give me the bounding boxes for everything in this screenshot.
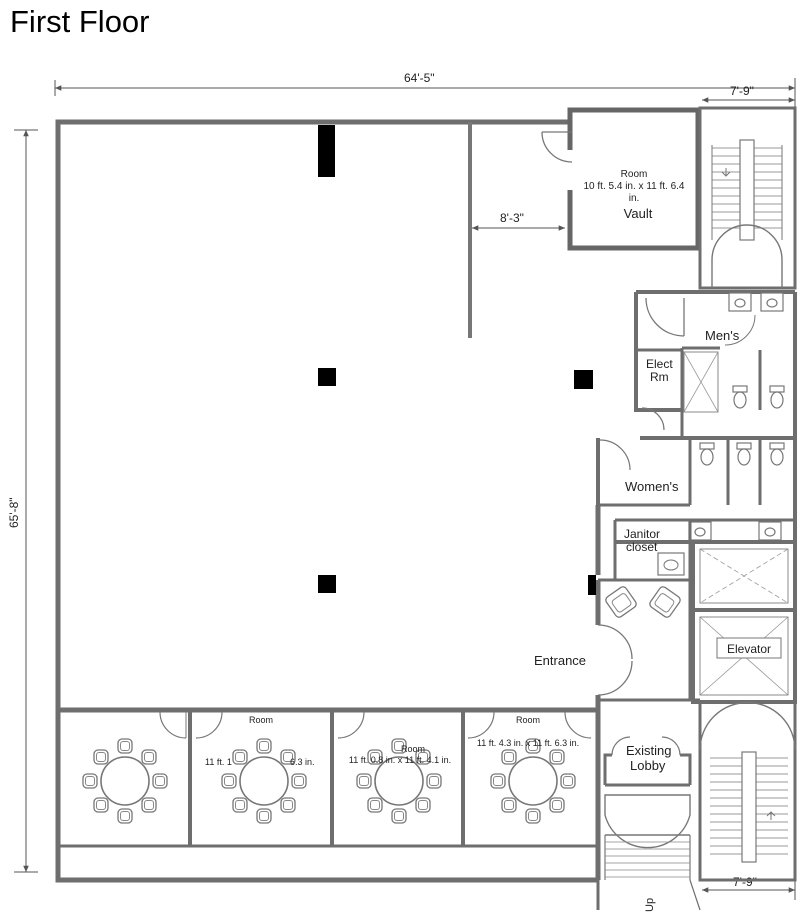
stair-top-width-label: 7'-9"	[730, 84, 754, 98]
vault-size-label-cont: in.	[629, 193, 640, 204]
meeting-room-1-table	[83, 739, 167, 823]
meeting-room-4-size: 11 ft. 4.3 in. x 11 ft. 6.3 in.	[477, 738, 579, 748]
womens-label: Women's	[625, 479, 679, 494]
meeting-room-walls	[159, 711, 592, 846]
stairs-up-label: Up	[644, 898, 656, 912]
elevator-label: Elevator	[727, 642, 771, 656]
meeting-room-2-label: Room	[249, 715, 273, 725]
electrical-room	[636, 348, 719, 438]
meeting-room-4-table	[491, 739, 575, 823]
dimension-overall-width: 64'-5"	[54, 71, 795, 96]
structural-columns	[318, 125, 596, 595]
elevator-shaft	[691, 540, 797, 704]
meeting-room-3-table	[357, 739, 441, 823]
elect-label: Elect	[646, 357, 673, 371]
stairwell-bottom	[698, 700, 797, 882]
dimension-stair-top: 7'-9"	[702, 78, 796, 108]
entrance-vestibule	[597, 578, 692, 700]
vault-name-label: Vault	[624, 206, 653, 221]
elect-label-cont: Rm	[650, 370, 669, 384]
lobby-label-cont: Lobby	[630, 758, 666, 773]
janitor-label: Janitor	[624, 527, 660, 541]
meeting-room-3-label: Room	[401, 744, 425, 754]
meeting-room-2-size-left: 11 ft. 1	[205, 757, 232, 767]
meeting-room-3-size: 11 ft. 0.8 in. x 11 ft. 4.1 in.	[349, 755, 451, 765]
janitor-label-cont: closet	[626, 540, 658, 554]
vault-size-label: 10 ft. 5.4 in. x 11 ft. 6.4	[584, 181, 685, 192]
mens-label: Men's	[705, 328, 740, 343]
existing-lobby	[596, 698, 701, 911]
dimension-overall-depth: 65'-8"	[7, 129, 38, 873]
page-title: First Floor	[10, 4, 150, 39]
vault-room: Room 10 ft. 5.4 in. x 11 ft. 6.4 in. Vau…	[541, 107, 701, 251]
overall-width-label: 64'-5"	[404, 71, 435, 85]
entrance-label: Entrance	[534, 653, 586, 668]
overall-depth-label: 65'-8"	[7, 497, 21, 528]
meeting-room-4-label: Room	[516, 715, 540, 725]
lobby-label: Existing	[626, 743, 672, 758]
dimension-stair-bottom: 7'-9"	[702, 872, 796, 900]
stair-bottom-width-label: 7'-9"	[733, 875, 757, 889]
dimension-vault-offset: 8'-3"	[472, 211, 565, 231]
vault-offset-label: 8'-3"	[500, 211, 524, 225]
stairwell-top	[698, 106, 797, 290]
meeting-room-2-table	[222, 739, 306, 823]
meeting-room-2-size-right: 6.3 in.	[290, 757, 315, 767]
vault-room-label: Room	[621, 169, 648, 180]
exterior-walls	[55, 119, 601, 883]
